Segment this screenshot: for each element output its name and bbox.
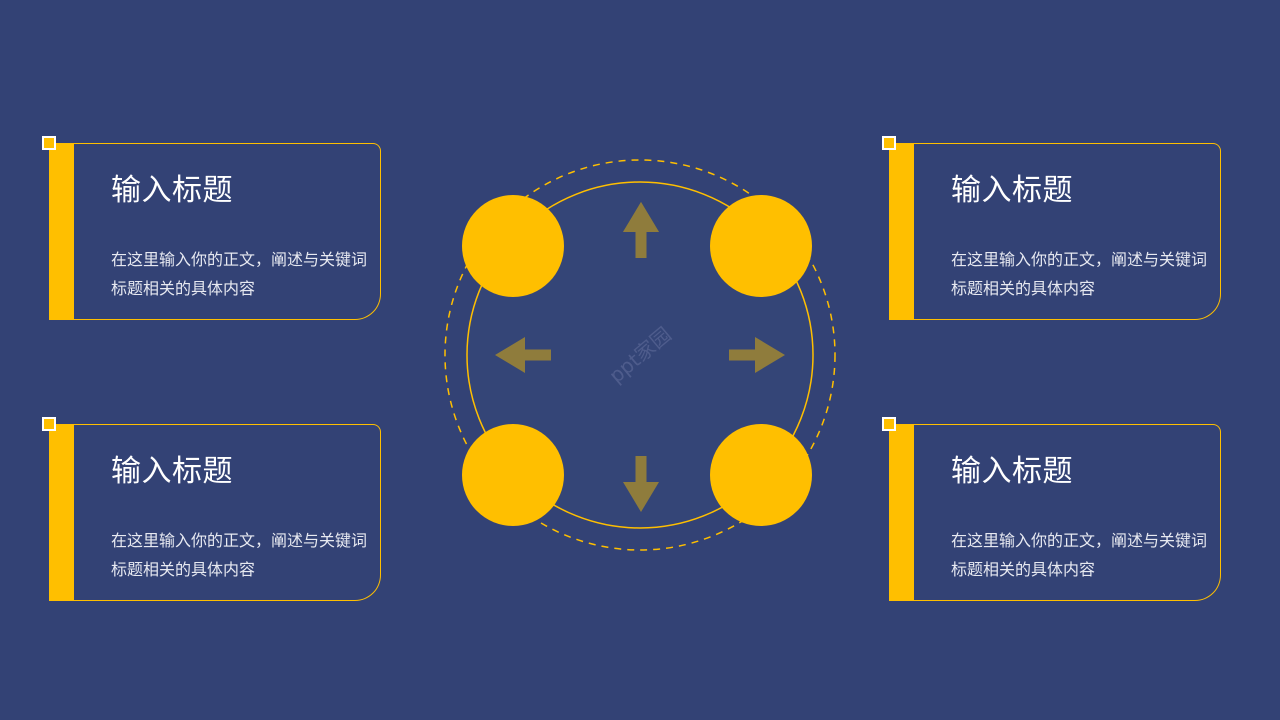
card-title: 输入标题 — [951, 454, 1073, 489]
card-frame — [914, 424, 1221, 601]
outer-dashed-ring — [444, 159, 836, 551]
node-circle-bottom-left — [462, 424, 564, 526]
node-circle-bottom-right — [710, 424, 812, 526]
corner-square-icon — [882, 136, 896, 150]
card-title: 输入标题 — [951, 173, 1073, 208]
card-body-text: 在这里输入你的正文，阐述与关键词标题相关的具体内容 — [951, 531, 1208, 579]
node-circle-top-right — [710, 195, 812, 297]
info-card-bottom-right: 输入标题 在这里输入你的正文，阐述与关键词标题相关的具体内容 — [882, 417, 1221, 601]
info-card-bottom-left: 输入标题 在这里输入你的正文，阐述与关键词标题相关的具体内容 — [42, 417, 381, 601]
card-frame — [914, 143, 1221, 320]
card-accent-bar — [49, 424, 74, 601]
info-card-top-right: 输入标题 在这里输入你的正文，阐述与关键词标题相关的具体内容 — [882, 136, 1221, 320]
info-card-top-left: 输入标题 在这里输入你的正文，阐述与关键词标题相关的具体内容 — [42, 136, 381, 320]
card-body-text: 在这里输入你的正文，阐述与关键词标题相关的具体内容 — [951, 250, 1208, 298]
arrow-down-icon — [623, 456, 659, 512]
arrow-left-icon — [495, 337, 551, 373]
node-circle-top-left — [462, 195, 564, 297]
card-frame — [74, 143, 381, 320]
corner-square-icon — [882, 417, 896, 431]
card-accent-bar — [889, 143, 914, 320]
corner-square-icon — [42, 417, 56, 431]
card-accent-bar — [889, 424, 914, 601]
card-body-text: 在这里输入你的正文，阐述与关键词标题相关的具体内容 — [111, 250, 368, 298]
card-body-text: 在这里输入你的正文，阐述与关键词标题相关的具体内容 — [111, 531, 368, 579]
card-title: 输入标题 — [111, 454, 233, 489]
arrow-right-icon — [729, 337, 785, 373]
arrow-up-icon — [623, 202, 659, 258]
card-title: 输入标题 — [111, 173, 233, 208]
card-frame — [74, 424, 381, 601]
card-accent-bar — [49, 143, 74, 320]
corner-square-icon — [42, 136, 56, 150]
central-hub-diagram: ppt家园 — [444, 159, 836, 551]
